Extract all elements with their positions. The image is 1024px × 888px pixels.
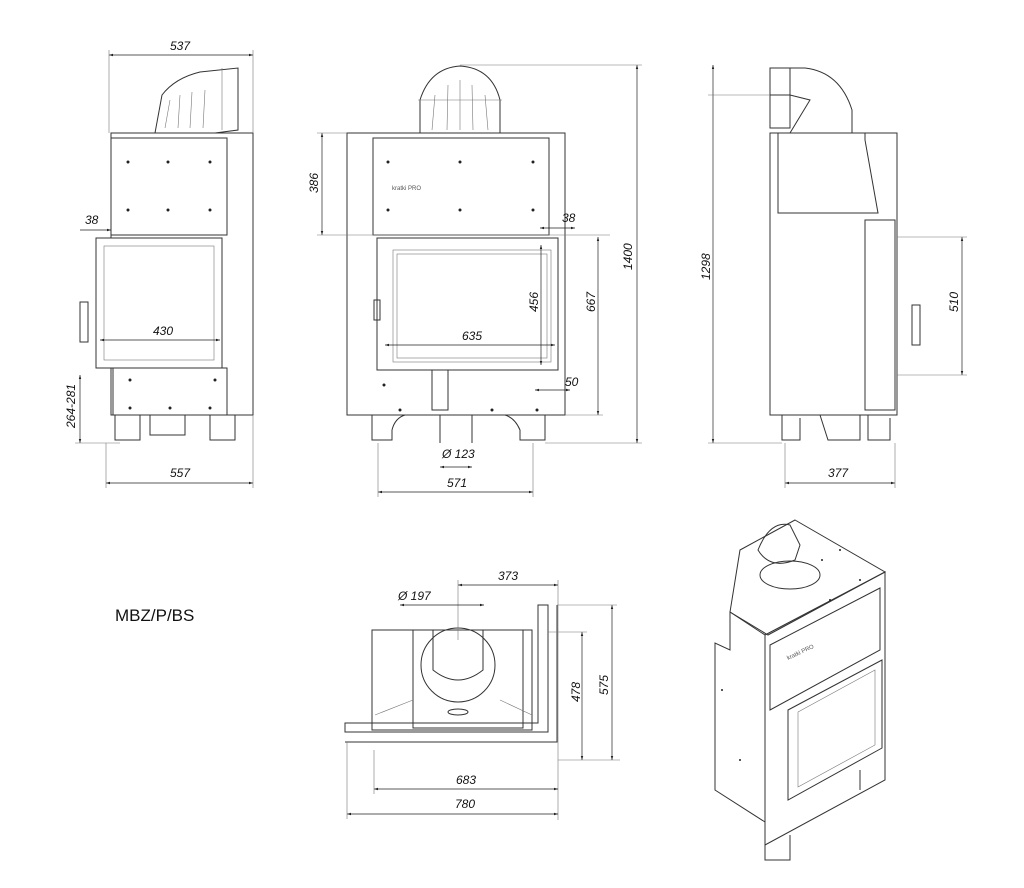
dim-50: 50 [565,375,579,389]
dim-456: 456 [527,292,541,312]
dim-264-281: 264-281 [64,384,78,429]
iso-logo: kratki PRO [786,644,815,662]
dim-373: 373 [498,569,518,583]
dim-683: 683 [456,773,476,787]
model-title: MBZ/P/BS [115,606,195,625]
dim-386: 386 [307,173,321,193]
view-top: 373 Ø 197 478 575 683 780 [344,569,620,820]
dim-557: 557 [170,466,191,480]
view-side: 1298 510 377 [699,65,967,488]
dim-478: 478 [569,682,583,702]
dim-38-front: 38 [562,211,576,225]
dim-38-left: 38 [85,213,99,227]
dim-diameter-197: Ø 197 [397,589,432,603]
view-front: kratki PRO 386 38 456 667 1400 635 50 Ø … [307,64,642,497]
view-isometric: kratki PRO [714,519,887,861]
dim-571: 571 [447,476,467,490]
logo: kratki PRO [392,186,421,192]
dim-537: 537 [170,39,191,53]
dim-diameter-123: Ø 123 [441,447,475,461]
dim-635: 635 [462,329,482,343]
view-left-front: 537 38 430 264-281 557 [64,39,254,488]
svg-text:kratki PRO: kratki PRO [786,644,815,662]
dim-430: 430 [153,324,173,338]
dim-667: 667 [584,291,598,312]
dim-780: 780 [455,797,475,811]
dim-510: 510 [947,292,961,312]
dim-1298: 1298 [699,253,713,280]
svg-text:kratki PRO: kratki PRO [392,186,421,192]
dim-575: 575 [597,675,611,695]
dim-377: 377 [828,466,849,480]
dim-1400: 1400 [621,243,635,270]
